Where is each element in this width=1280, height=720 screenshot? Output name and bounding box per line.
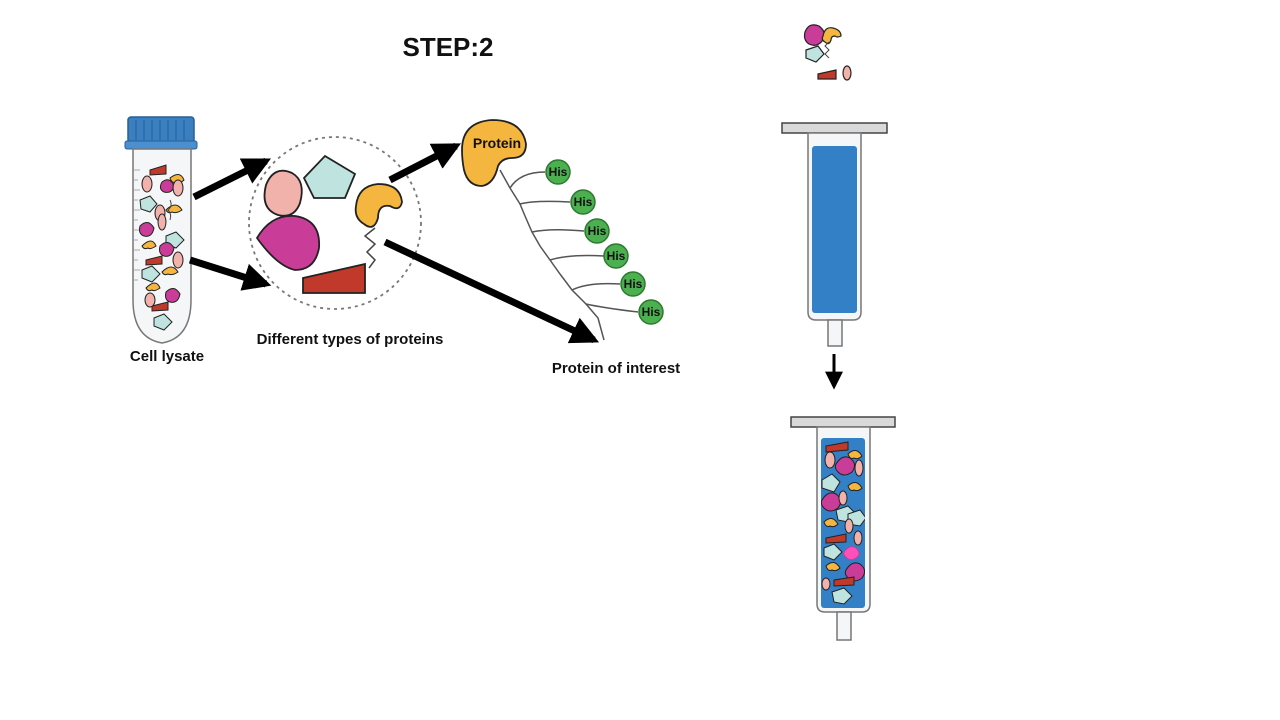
falling-proteins	[803, 24, 852, 81]
step-title: STEP:2	[402, 32, 493, 62]
his-tag-chain	[499, 169, 639, 341]
orange-protein-shape	[354, 183, 403, 228]
his-tag-4-label: His	[607, 249, 626, 263]
his-tag-5	[620, 271, 646, 297]
his-tag-2	[570, 189, 596, 215]
arrow-to-protein-detail	[388, 142, 461, 184]
column-loaded	[790, 416, 896, 641]
his-tag-6	[638, 299, 664, 325]
his-tag-3-label: His	[588, 224, 607, 238]
magenta-protein-shape	[255, 215, 320, 271]
his-tag-1	[545, 159, 571, 185]
his-tag-4	[603, 243, 629, 269]
label-different-proteins: Different types of proteins	[257, 331, 444, 348]
column-empty	[781, 122, 888, 347]
label-cell-lysate: Cell lysate	[130, 348, 204, 365]
arrow-tube-to-circle-upper	[192, 157, 272, 201]
his-tag-2-label: His	[574, 195, 593, 209]
proteins-zoom-circle	[248, 136, 422, 310]
red-protein-shape	[302, 262, 366, 294]
his-tag-1-label: His	[549, 165, 568, 179]
label-protein-of-interest: Protein of interest	[552, 360, 680, 377]
teal-protein-shape	[302, 154, 357, 199]
cell-lysate-tube	[124, 116, 198, 344]
his-tag-6-label: His	[642, 305, 661, 319]
his-tag-linker	[363, 227, 377, 269]
resin-bed-empty	[812, 146, 857, 313]
his-tag-5-label: His	[624, 277, 643, 291]
label-protein: Protein	[473, 135, 521, 151]
his-tag-3	[584, 218, 610, 244]
arrow-to-protein-of-interest	[383, 238, 600, 344]
protein-blob	[461, 119, 527, 187]
pink-protein-shape	[263, 169, 303, 217]
arrow-tube-to-circle-lower	[188, 256, 272, 291]
